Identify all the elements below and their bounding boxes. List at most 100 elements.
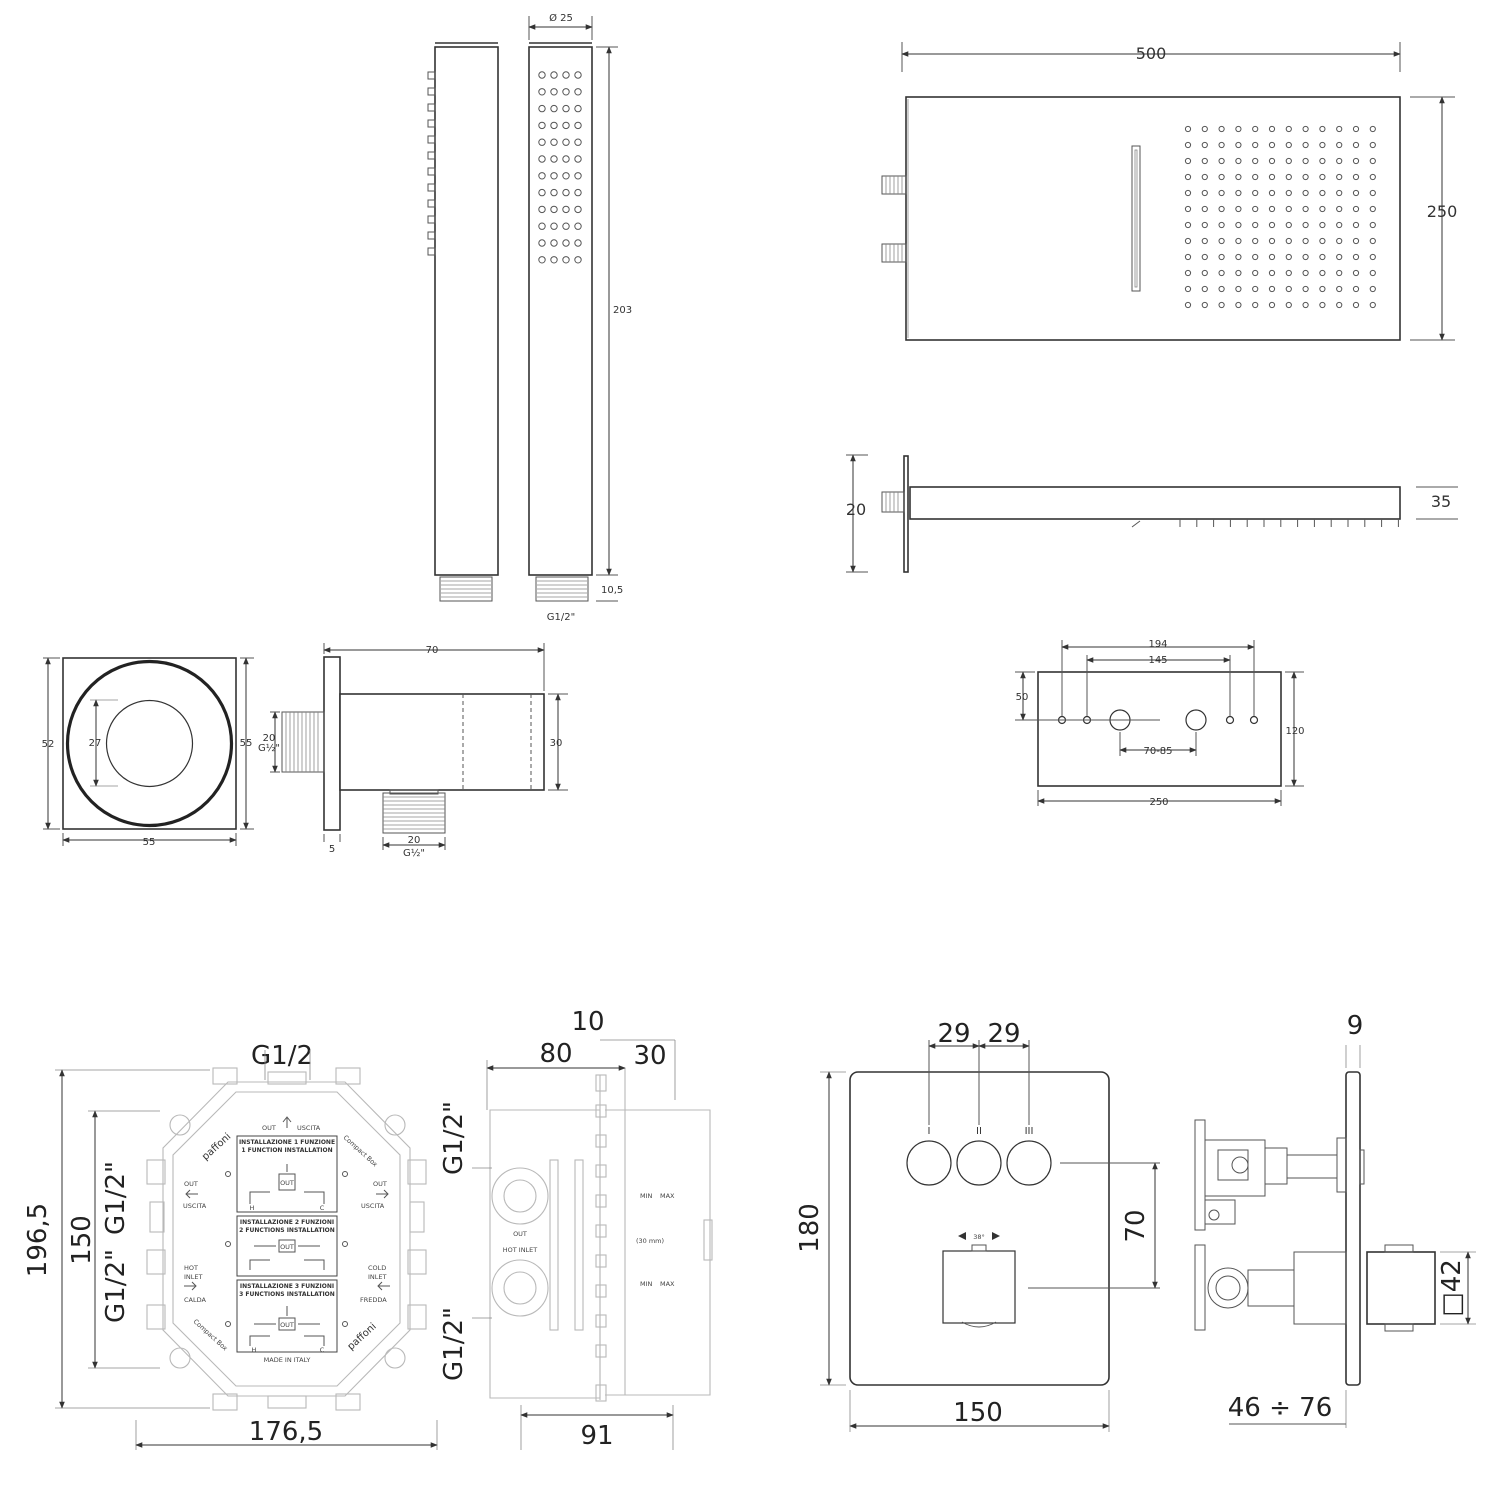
- rain-head-nozzle: [1268, 189, 1276, 197]
- compact-box-thread-left-b: G1/2": [101, 1249, 131, 1323]
- rain-head-nozzle: [1302, 285, 1309, 293]
- rain-head-nozzle: [1302, 221, 1309, 229]
- rain-head-nozzle: [1369, 157, 1376, 165]
- rain-head-nozzle: [1268, 205, 1276, 213]
- rain-head-nozzle: [1336, 125, 1343, 133]
- hand-shower-nozzle: [550, 121, 558, 130]
- rain-head-nozzle: [1302, 157, 1309, 165]
- rain-head-nozzle: [1336, 189, 1343, 197]
- rain-head-nozzle: [1352, 141, 1360, 149]
- hand-shower-nozzle: [574, 155, 582, 163]
- rain-head-nozzle: [1285, 205, 1292, 213]
- rain-head-nozzle: [1319, 253, 1326, 261]
- rain-head-nozzle: [1201, 237, 1208, 245]
- hand-shower-nozzle: [538, 121, 546, 130]
- rain-head-nozzle: [1369, 205, 1376, 213]
- rain-head-nozzle: [1235, 221, 1242, 229]
- hand-shower-drawing: Ø 25 203 10,5 G1/2": [427, 12, 632, 623]
- label-out-top: OUT: [262, 1124, 276, 1132]
- rain-head-nozzle: [1235, 125, 1242, 133]
- rain-head-nozzle: [1319, 221, 1326, 229]
- rain-head-nozzle: [1252, 125, 1259, 133]
- rain-head-drawing: 500 250 20 35: [846, 42, 1458, 573]
- mount-plate-outer-spacing-label: 194: [1148, 639, 1167, 650]
- rain-head-nozzle: [1184, 125, 1192, 133]
- label-hot: HOT: [184, 1264, 198, 1272]
- wall-holder-drawing: 52 27 55 55 70: [42, 643, 568, 859]
- wall-holder-round-label: 27: [89, 738, 102, 749]
- rain-head-nozzle: [1252, 253, 1259, 261]
- rain-head-nozzle: [1336, 237, 1343, 245]
- panel3-out: OUT: [280, 1321, 294, 1329]
- hand-shower-nozzle: [574, 121, 582, 130]
- hand-shower-nozzle: [562, 88, 570, 96]
- hand-shower-nozzle: [538, 172, 546, 180]
- hand-shower-nozzle: [550, 172, 558, 180]
- hand-shower-length-label: 203: [613, 305, 632, 316]
- rain-head-nozzle: [1352, 221, 1360, 229]
- hand-shower-nozzle: [574, 88, 582, 96]
- hand-shower-nozzle: [574, 205, 582, 214]
- wall-holder-plate-side-label: 55: [143, 837, 156, 848]
- rain-head-nozzle: [1218, 189, 1225, 197]
- wall-holder-flange-label: 5: [329, 844, 335, 855]
- hand-shower-nozzle: [538, 205, 546, 214]
- rain-head-nozzle: [1235, 189, 1242, 197]
- rain-head-nozzle: [1302, 189, 1309, 197]
- button-3-label: III: [1025, 1126, 1034, 1137]
- rain-head-nozzle: [1218, 269, 1225, 277]
- rain-head-arm-label: 20: [846, 500, 866, 519]
- rain-head-nozzle: [1201, 141, 1208, 149]
- rain-head-nozzle: [1201, 173, 1208, 181]
- inst2-en: 2 FUNCTIONS INSTALLATION: [239, 1227, 335, 1234]
- wall-holder-length-label: 70: [426, 645, 439, 656]
- rain-head-nozzle: [1252, 301, 1259, 309]
- rain-head-nozzle: [1201, 189, 1208, 197]
- hand-shower-nozzle: [538, 104, 546, 113]
- rain-head-nozzle: [1268, 285, 1276, 293]
- rain-head-nozzle: [1218, 125, 1225, 133]
- height-label: 180: [795, 1203, 825, 1253]
- rain-head-nozzle: [1201, 125, 1208, 133]
- rain-head-nozzle: [1336, 285, 1343, 293]
- hand-shower-nozzle: [562, 138, 570, 146]
- box-side-drawing: OUT HOT INLET MIN MAX (30 mm) MIN MAX 10…: [439, 1007, 713, 1451]
- rain-head-nozzle: [1268, 301, 1276, 309]
- rain-head-nozzle: [1201, 221, 1208, 229]
- rain-head-nozzle: [1184, 221, 1192, 229]
- hand-shower-nozzle: [550, 222, 558, 230]
- compact-box-height-outer-label: 196,5: [23, 1203, 53, 1277]
- rain-head-nozzle: [1285, 237, 1292, 245]
- compact-box-thread-left-a: G1/2": [101, 1161, 131, 1235]
- rain-head-nozzle: [1352, 301, 1360, 309]
- rain-head-nozzle: [1252, 141, 1259, 149]
- spacing-a-label: 29: [937, 1019, 970, 1049]
- hand-shower-nozzle: [538, 256, 546, 264]
- box-side-thread-top: G1/2": [439, 1101, 469, 1175]
- box-side-min-b: MIN: [640, 1280, 653, 1288]
- rain-head-nozzle: [1184, 237, 1192, 245]
- rain-head-nozzle: [1319, 269, 1326, 277]
- rain-head-nozzle: [1252, 221, 1259, 229]
- compact-box-width-label: 176,5: [249, 1417, 323, 1447]
- compact-box-top-thread-label: G1/2: [251, 1041, 313, 1071]
- rain-head-nozzle: [1369, 253, 1376, 261]
- box-side-bottom-label: 91: [580, 1421, 613, 1451]
- button-1-label: I: [928, 1126, 931, 1137]
- plate-label: 9: [1347, 1011, 1364, 1041]
- mount-plate-width-label: 250: [1149, 797, 1168, 808]
- rain-head-nozzle: [1252, 157, 1259, 165]
- rain-head-nozzle: [1218, 157, 1225, 165]
- hand-shower-nozzle: [550, 88, 558, 96]
- rain-head-nozzle: [1268, 237, 1276, 245]
- label-inlet-right: INLET: [368, 1273, 387, 1281]
- wall-holder-outlet-label: 20: [408, 835, 421, 846]
- rain-head-nozzle: [1252, 269, 1259, 277]
- rain-head-nozzle: [1369, 125, 1376, 133]
- mount-plate-pipe-spacing-label: 70-85: [1143, 746, 1172, 757]
- inst2-it: INSTALLAZIONE 2 FUNZIONI: [240, 1219, 334, 1226]
- rain-head-nozzle: [1184, 253, 1192, 261]
- hand-shower-nozzle: [550, 71, 558, 79]
- wall-holder-plate-height-label: 52: [42, 739, 55, 750]
- box-side-depth-label: 80: [539, 1039, 572, 1069]
